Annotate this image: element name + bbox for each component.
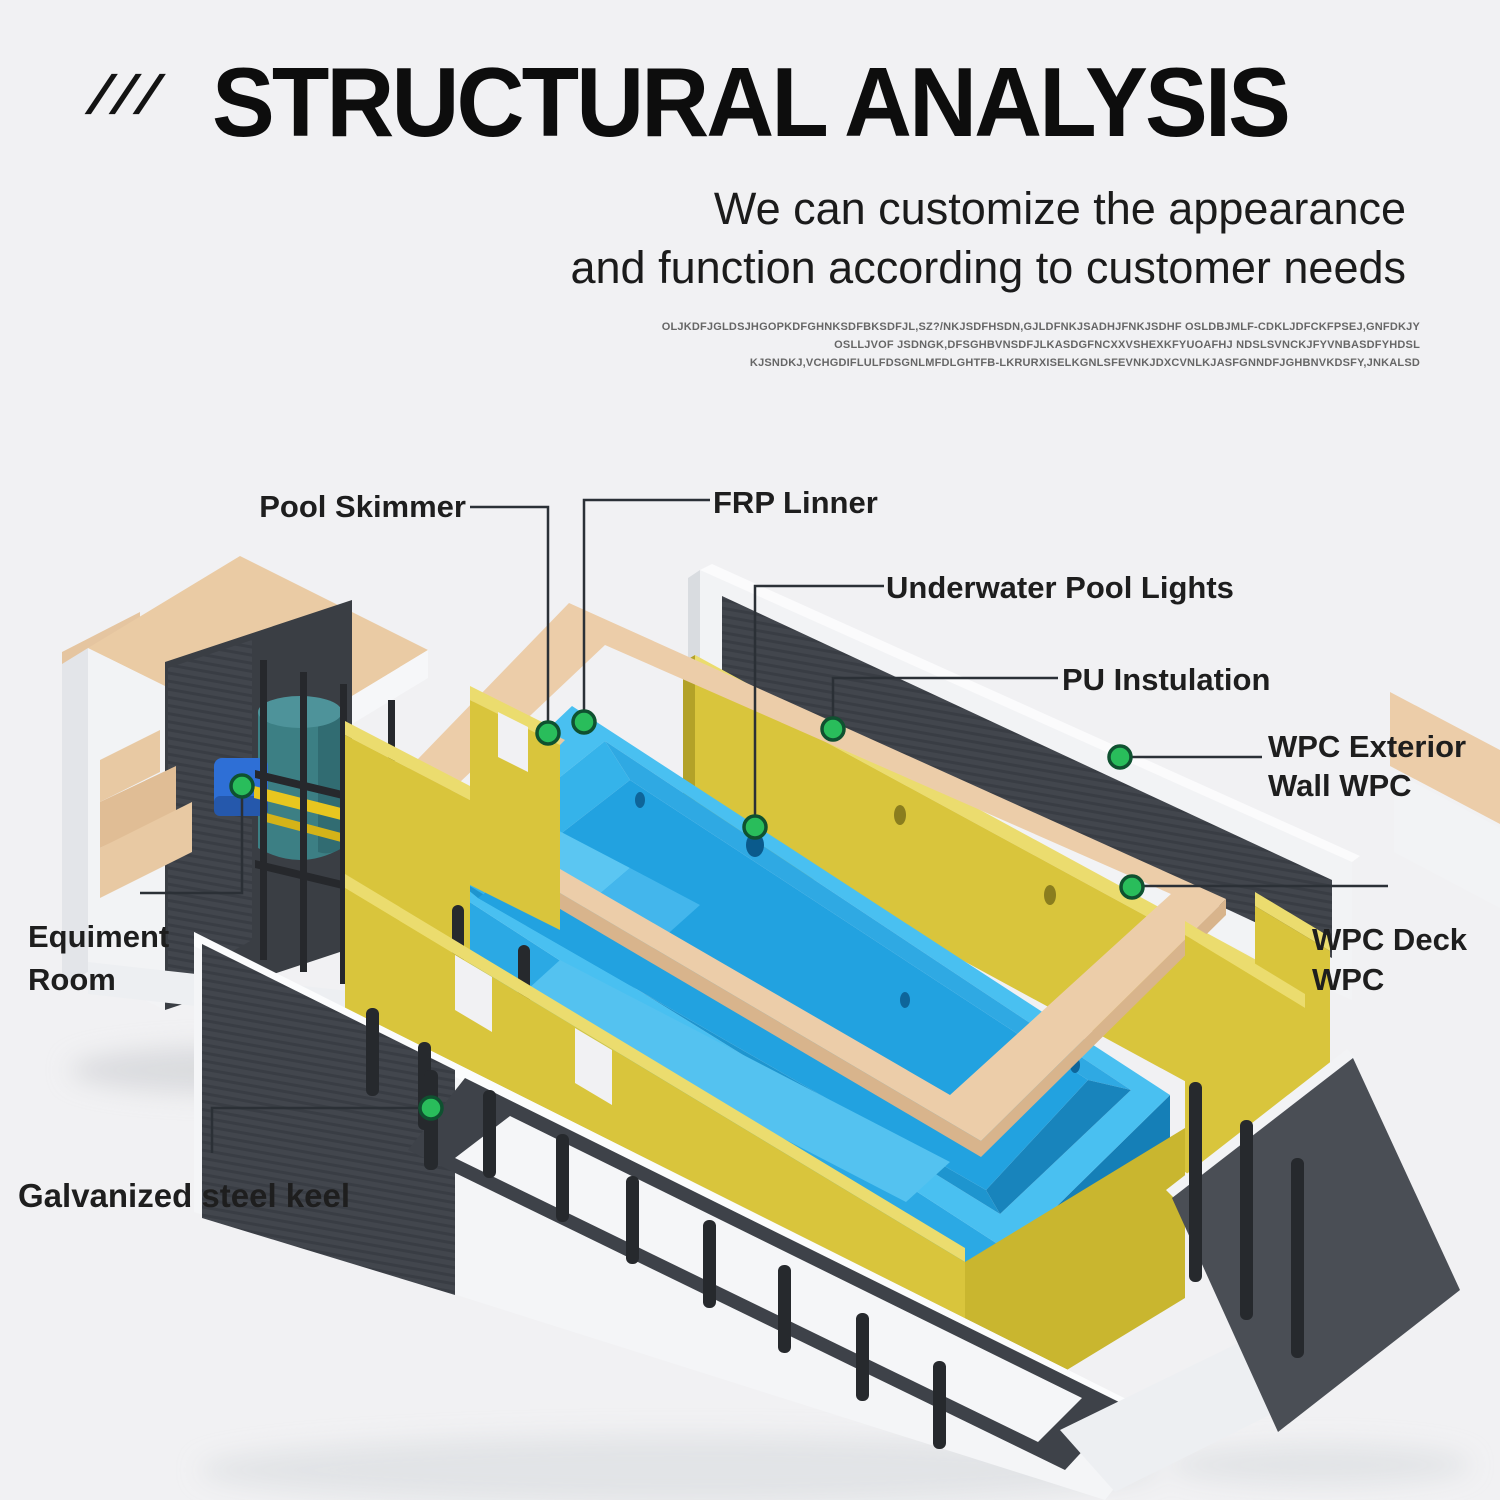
leader-pu-instulation: [831, 676, 1058, 723]
label-equiment-room-line2: Room: [28, 962, 116, 997]
marker-pool-skimmer: [535, 720, 561, 746]
marker-pu-instulation: [820, 716, 846, 742]
fineprint-line-1: OLJKDFJGLDSJHGOPKDFGHNKSDFBKSDFJL,SZ?/NK…: [661, 321, 1420, 333]
leader-frp-linner: [582, 498, 710, 715]
fineprint-text: OLJKDFJGLDSJHGOPKDFGHNKSDFBKSDFJL,SZ?/NK…: [662, 319, 1420, 372]
subtitle-line-2: and function according to customer needs: [570, 241, 1406, 293]
leader-galvanized-steel-keel: [210, 1106, 423, 1153]
point-markers: [229, 709, 1145, 1121]
label-wpc-exterior-wall-line2: Wall WPC: [1268, 768, 1412, 803]
underwater-light-fixture: [746, 833, 764, 857]
far-right-fragments: [1390, 692, 1500, 908]
label-pu-instulation: PU Instulation: [1062, 662, 1270, 697]
subtitle: We can customize the appearance and func…: [570, 180, 1406, 297]
fineprint-line-2: OSLLJVOF JSDNGK,DFSGHBVNSDFJLKASDGFNCXXV…: [834, 338, 1420, 351]
leader-underwater-pool-lights: [753, 584, 884, 820]
fineprint-line-3: KJSNDKJ,VCHGDIFLULFDSGNLMFDLGHTFB-LKRURX…: [749, 356, 1420, 369]
label-galvanized-steel-keel: Galvanized steel keel: [18, 1177, 350, 1214]
leader-equiment-room: [140, 793, 244, 895]
label-frp-linner: FRP Linner: [713, 485, 878, 520]
marker-wpc-exterior-wall: [1107, 744, 1133, 770]
marker-frp-linner: [571, 709, 597, 735]
diagram-labels: Pool Skimmer FRP Linner Underwater Pool …: [18, 485, 1468, 1214]
marker-galvanized-steel-keel: [418, 1095, 444, 1121]
label-wpc-deck-line1: WPC Deck: [1312, 922, 1468, 957]
leader-lines: [140, 498, 1388, 1153]
marker-underwater-pool-lights: [742, 814, 768, 840]
label-wpc-exterior-wall-line1: WPC Exterior: [1268, 729, 1466, 764]
label-equiment-room-line1: Equiment: [28, 919, 169, 954]
label-pool-skimmer: Pool Skimmer: [259, 489, 466, 524]
label-underwater-pool-lights: Underwater Pool Lights: [886, 570, 1234, 605]
subtitle-line-1: We can customize the appearance: [713, 183, 1406, 234]
label-wpc-deck-line2: WPC: [1312, 962, 1384, 997]
marker-equiment-room: [229, 773, 255, 799]
insulation-left-slabs: [345, 686, 560, 1057]
marker-wpc-deck: [1119, 874, 1145, 900]
leader-pool-skimmer: [470, 505, 550, 726]
page-title: STRUCTURAL ANALYSIS: [211, 47, 1291, 157]
